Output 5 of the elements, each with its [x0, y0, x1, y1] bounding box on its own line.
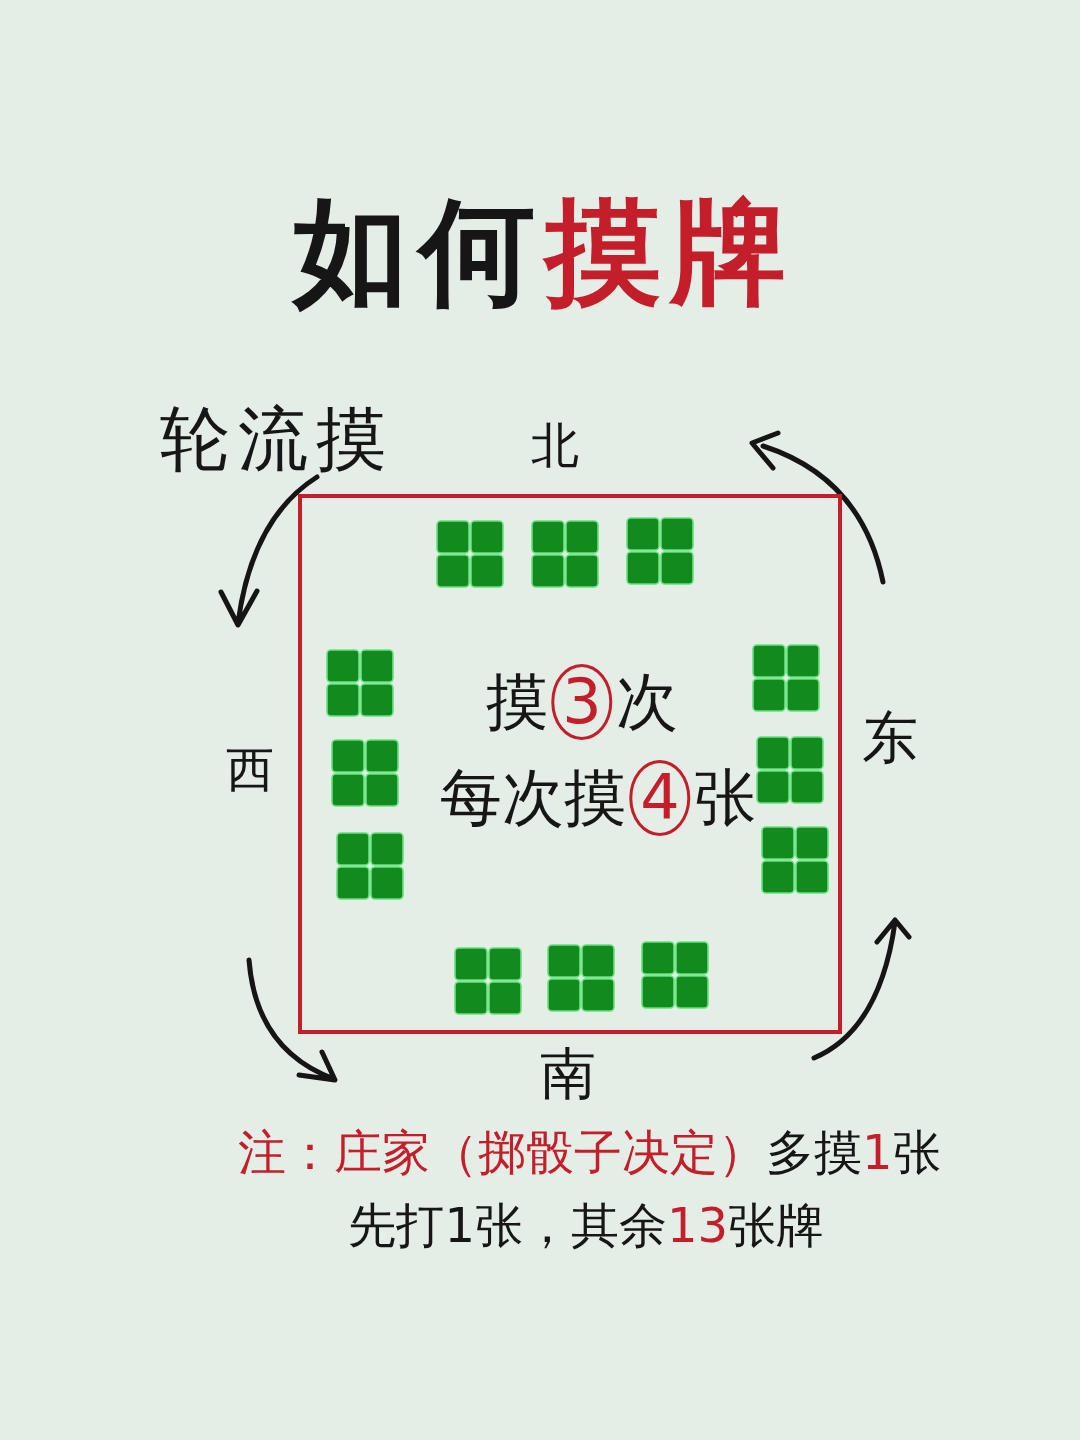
turn-label: 轮流摸	[160, 404, 394, 474]
direction-label: 西	[226, 745, 274, 793]
note-text: 注：庄家（掷骰子决定）多摸1张先打1张，其余13张牌	[238, 1123, 942, 1255]
table-frame	[298, 494, 842, 1034]
title: 如何摸牌	[293, 194, 797, 310]
